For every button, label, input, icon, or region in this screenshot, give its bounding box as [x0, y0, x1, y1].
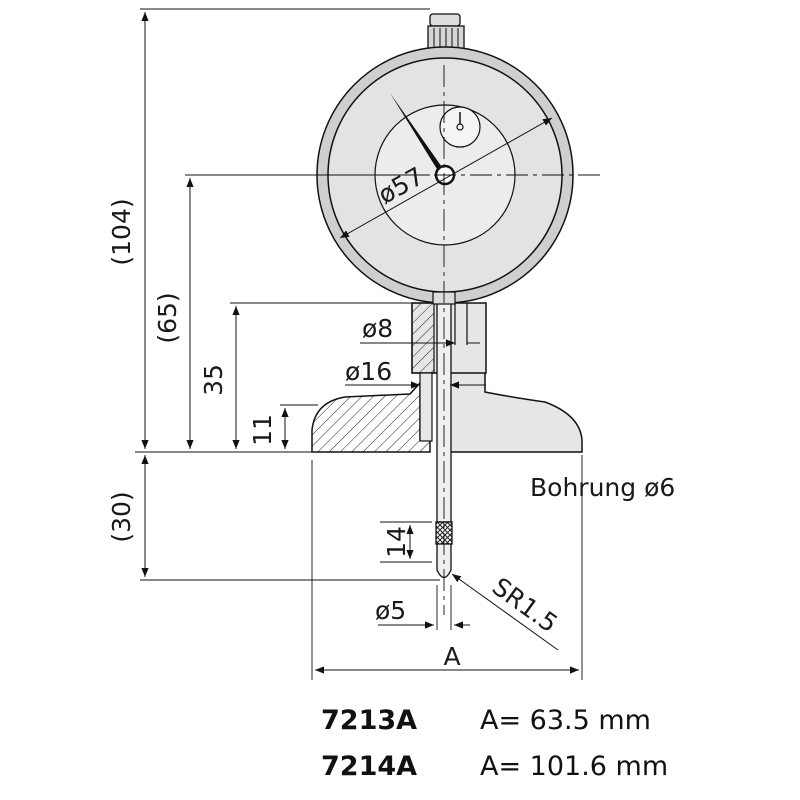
base-thickness-label: 11 — [248, 414, 277, 446]
dial-indicator — [316, 13, 574, 305]
stem-height-label: (65) — [153, 292, 182, 343]
dimension-lines — [141, 12, 579, 674]
tip-length-label: 14 — [382, 526, 411, 558]
collar-diameter-label: ø16 — [345, 357, 392, 386]
tip-radius-label: SR1.5 — [487, 572, 563, 638]
below-base-label: (30) — [107, 491, 136, 542]
base-width-label: A — [443, 642, 460, 671]
base-section — [311, 371, 583, 453]
bore-note: Bohrung ø6 — [530, 473, 675, 502]
extension-lines — [135, 8, 583, 680]
overall-height-label: (104) — [107, 198, 136, 265]
tip-diameter-label: ø5 — [375, 596, 406, 625]
shoulder-height-label: 35 — [199, 364, 228, 396]
stem-diameter-label: ø8 — [362, 314, 393, 343]
